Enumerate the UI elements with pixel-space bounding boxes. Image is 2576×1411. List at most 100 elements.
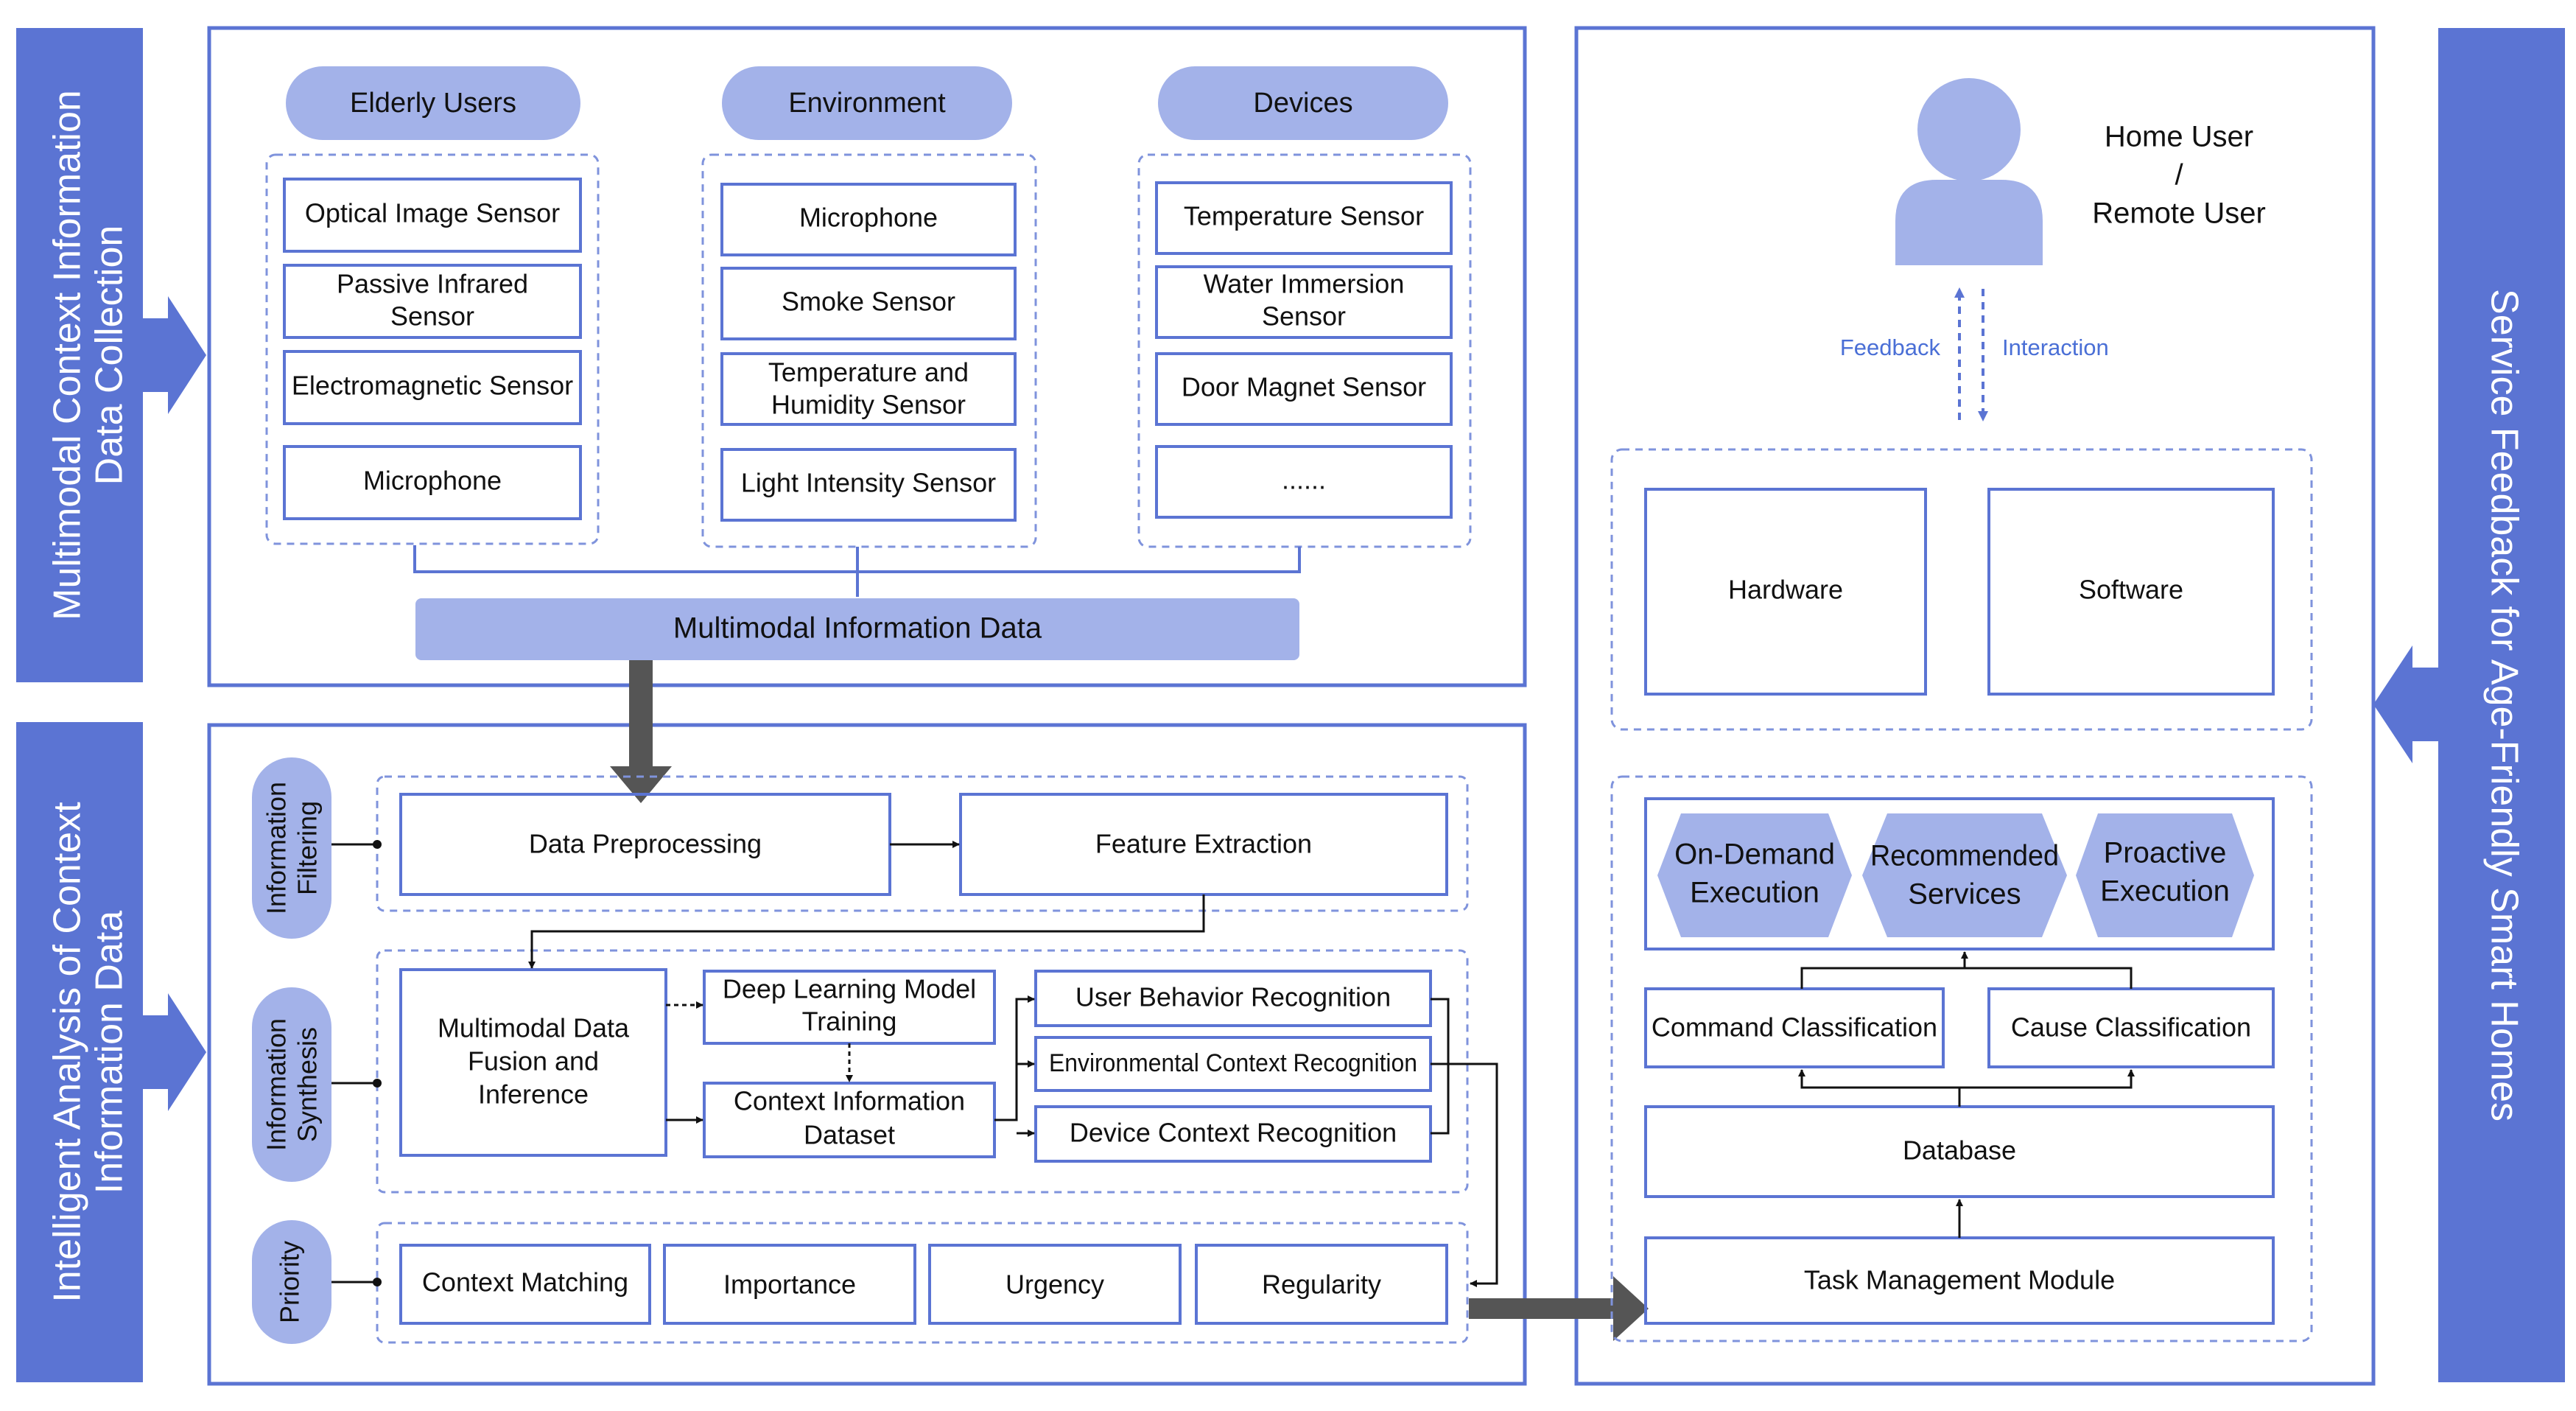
user-label-line3: Remote User xyxy=(2092,197,2266,230)
priority-item-label: Importance xyxy=(723,1270,856,1300)
data-preprocessing-label: Data Preprocessing xyxy=(529,829,762,859)
hex-label: Proactive xyxy=(2104,837,2227,869)
synthesis-dashed-row xyxy=(376,949,1469,1194)
pill-label: Information xyxy=(262,782,292,914)
sensor-label: Sensor xyxy=(1262,301,1346,332)
task-management-label: Task Management Module xyxy=(1804,1265,2115,1295)
pill-priority xyxy=(252,1220,331,1344)
banner-service-text: Service Feedback for Age-Friendly Smart … xyxy=(2482,289,2525,1121)
sensor-box xyxy=(283,350,582,425)
flow-arrow-down xyxy=(610,660,672,803)
sensor-box xyxy=(1155,181,1453,255)
hex-on-demand xyxy=(1657,813,1852,937)
sensor-label: Microphone xyxy=(363,466,502,496)
sensor-box xyxy=(1155,445,1453,519)
pill-information-synthesis xyxy=(252,987,331,1182)
pill-label: Priority xyxy=(275,1241,305,1323)
user-label-line2: / xyxy=(2175,159,2183,192)
pill-connectors xyxy=(331,840,382,1286)
collection-panel xyxy=(207,26,1527,687)
priority-item-box xyxy=(663,1244,916,1325)
sensor-box xyxy=(283,264,582,339)
banner-collection-arrow xyxy=(143,296,206,414)
user-label-line1: Home User xyxy=(2105,121,2253,153)
banner-collection-line1: Multimodal Context Information xyxy=(46,90,89,620)
dl-training-label: Deep Learning Model xyxy=(723,974,976,1004)
priority-item-box xyxy=(1195,1244,1448,1325)
hex-label: On-Demand xyxy=(1674,838,1835,871)
group-title-pill xyxy=(286,66,580,140)
sensor-label: Sensor xyxy=(390,301,474,332)
user-behavior-label: User Behavior Recognition xyxy=(1075,982,1391,1012)
pill-label: Synthesis xyxy=(292,1027,323,1142)
hex-label: Execution xyxy=(1690,877,1819,909)
fusion-label: Inference xyxy=(478,1079,589,1110)
filtering-arrows xyxy=(528,841,1205,969)
group-dashed-box xyxy=(701,153,1037,548)
sensor-label: Electromagnetic Sensor xyxy=(292,371,573,401)
software-label: Software xyxy=(2079,575,2183,605)
fusion-box xyxy=(399,968,667,1157)
banner-collection xyxy=(16,28,143,682)
banner-service xyxy=(2438,28,2565,1382)
hex-proactive xyxy=(2076,813,2254,937)
banner-collection-line2: Data Collection xyxy=(88,225,131,486)
sensor-label: Temperature and xyxy=(768,357,969,388)
context-dataset-label: Context Information xyxy=(734,1086,965,1116)
banner-analysis-arrow xyxy=(143,993,206,1111)
sensor-label: Water Immersion xyxy=(1204,269,1405,299)
feature-extraction-label: Feature Extraction xyxy=(1095,829,1312,859)
feedback-interaction-arrows xyxy=(1954,287,1988,421)
dl-training-label: Training xyxy=(802,1006,897,1037)
user-icon xyxy=(1895,78,2043,265)
hex-label: Execution xyxy=(2100,875,2230,908)
priority-item-label: Regularity xyxy=(1262,1270,1381,1300)
sensor-label: Microphone xyxy=(799,203,938,233)
flow-arrow-right xyxy=(1469,1276,1649,1341)
execution-types-box xyxy=(1644,797,2275,950)
banner-analysis-line1: Intelligent Analysis of Context xyxy=(46,802,89,1303)
hw-sw-dashed-box xyxy=(1610,448,2313,731)
multimodal-bar-label: Multimodal Information Data xyxy=(673,612,1042,645)
hex-label: Services xyxy=(1908,878,2021,911)
hex-recommended xyxy=(1862,813,2067,937)
execution-dashed-box xyxy=(1610,775,2313,1342)
cause-classification-label: Cause Classification xyxy=(2011,1012,2251,1043)
hex-label: Recommended xyxy=(1870,840,2059,872)
group-title: Elderly Users xyxy=(350,88,516,119)
group-title: Environment xyxy=(788,88,946,119)
group-title-pill xyxy=(1158,66,1448,140)
group-devices: Devices Temperature Sensor Water Immersi… xyxy=(1137,66,1472,548)
priority-dashed-row xyxy=(376,1222,1469,1344)
banner-analysis xyxy=(16,722,143,1382)
group-title-pill xyxy=(722,66,1012,140)
pill-information-filtering xyxy=(252,757,331,939)
sensor-box xyxy=(720,267,1017,340)
service-arrows xyxy=(1798,951,2135,1238)
sensor-label: Humidity Sensor xyxy=(771,390,966,420)
hardware-box xyxy=(1644,488,1927,696)
priority-item-box xyxy=(928,1244,1182,1325)
sensor-label: Light Intensity Sensor xyxy=(741,468,996,498)
sensor-label: ...... xyxy=(1282,465,1326,495)
fusion-label: Multimodal Data xyxy=(438,1013,630,1043)
context-dataset-label: Dataset xyxy=(804,1120,895,1150)
group-title: Devices xyxy=(1253,88,1352,119)
group-elderly-users: Elderly Users Optical Image Sensor Passi… xyxy=(265,66,600,545)
sensor-box xyxy=(720,352,1017,426)
device-context-label: Device Context Recognition xyxy=(1070,1118,1397,1148)
sensor-label: Optical Image Sensor xyxy=(305,198,560,228)
pill-label: Filtering xyxy=(292,801,323,895)
interaction-label: Interaction xyxy=(2002,335,2109,360)
group-connector xyxy=(413,545,1301,597)
priority-item-label: Urgency xyxy=(1006,1270,1104,1300)
banner-service-arrow xyxy=(2373,645,2438,763)
software-box xyxy=(1987,488,2275,696)
command-classification-box xyxy=(1644,987,1945,1068)
command-classification-label: Command Classification xyxy=(1652,1012,1937,1043)
group-dashed-box xyxy=(265,153,600,545)
priority-item-label: Context Matching xyxy=(422,1267,628,1298)
group-environment: Environment Microphone Smoke Sensor Temp… xyxy=(701,66,1037,548)
